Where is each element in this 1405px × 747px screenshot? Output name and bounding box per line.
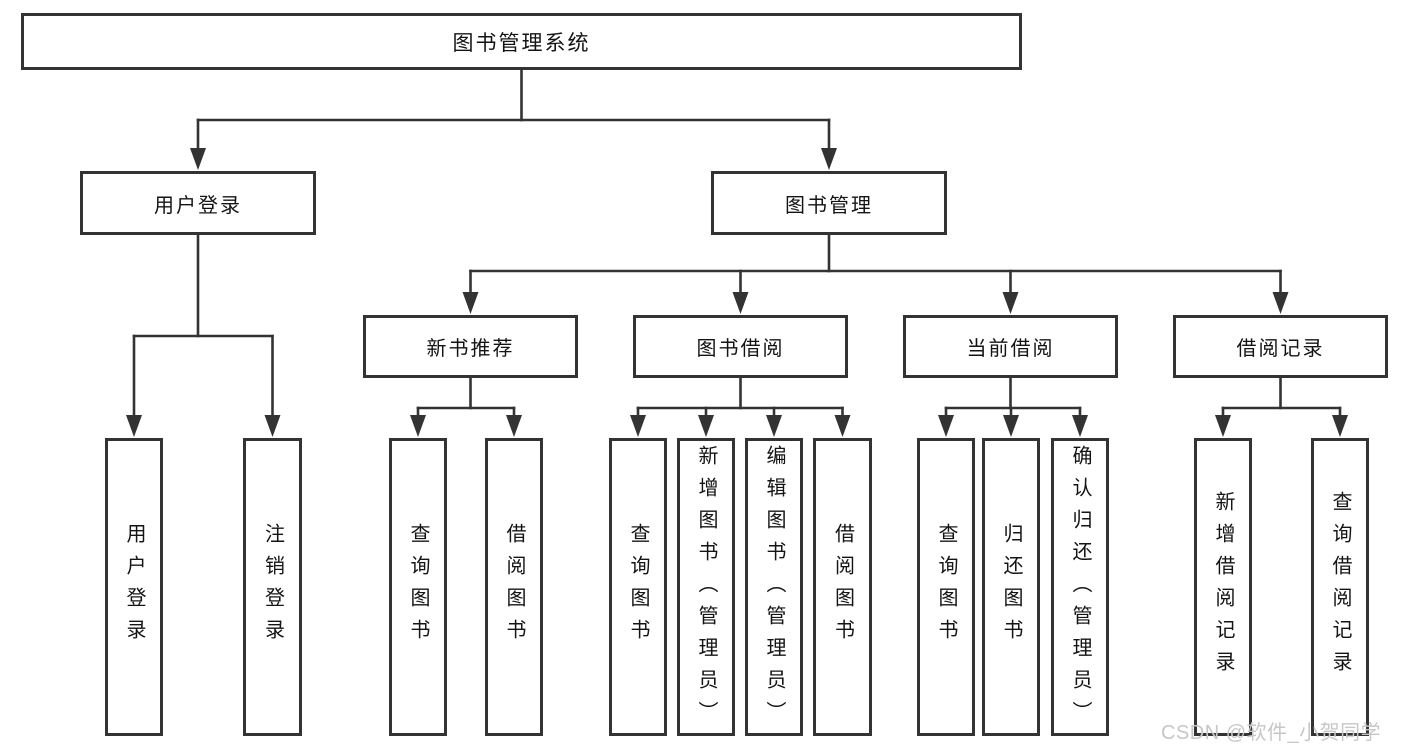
node-borrow: 图书借阅: [633, 315, 848, 378]
arrowhead-icon: [462, 292, 479, 314]
node-nb-borrow: 借阅图书: [485, 438, 543, 736]
node-cu-query: 查询图书: [917, 438, 975, 736]
node-login-user: 用户登录: [105, 438, 163, 736]
node-nb-query: 查询图书: [389, 438, 447, 736]
arrowhead-icon: [1002, 292, 1019, 314]
node-records: 借阅记录: [1173, 315, 1388, 378]
arrowhead-icon: [1003, 415, 1019, 437]
arrowhead-icon: [834, 415, 851, 437]
node-bw-query: 查询图书: [609, 438, 667, 736]
node-current: 当前借阅: [903, 315, 1118, 378]
arrowhead-icon: [506, 415, 522, 437]
node-bw-edit: 编辑图书（管理员）: [745, 438, 803, 736]
arrowhead-icon: [1272, 292, 1289, 314]
node-rc-query: 查询借阅记录: [1311, 438, 1369, 736]
arrowhead-icon: [410, 415, 426, 437]
arrowhead-icon: [126, 415, 142, 437]
watermark: CSDN @软件_小贺同学: [1161, 722, 1382, 744]
arrowhead-icon: [698, 415, 714, 437]
arrowhead-icon: [190, 148, 206, 170]
node-login-logout: 注销登录: [243, 438, 302, 736]
arrowhead-icon: [1215, 415, 1231, 437]
node-bw-borrow: 借阅图书: [813, 438, 872, 736]
arrowhead-icon: [630, 415, 646, 437]
node-cu-confirm: 确认归还（管理员）: [1051, 438, 1109, 736]
arrowhead-icon: [1072, 415, 1088, 437]
node-root: 图书管理系统: [21, 13, 1022, 70]
arrowhead-icon: [1332, 415, 1348, 437]
arrowhead-icon: [821, 148, 837, 170]
node-rc-add: 新增借阅记录: [1194, 438, 1252, 736]
node-newbook: 新书推荐: [363, 315, 578, 378]
arrowhead-icon: [938, 415, 954, 437]
node-cu-return: 归还图书: [982, 438, 1040, 736]
node-login: 用户登录: [80, 171, 316, 235]
arrowhead-icon: [732, 292, 749, 314]
node-mgmt: 图书管理: [711, 171, 947, 235]
arrowhead-icon: [766, 415, 782, 437]
node-bw-add: 新增图书（管理员）: [677, 438, 735, 736]
arrowhead-icon: [264, 415, 281, 437]
